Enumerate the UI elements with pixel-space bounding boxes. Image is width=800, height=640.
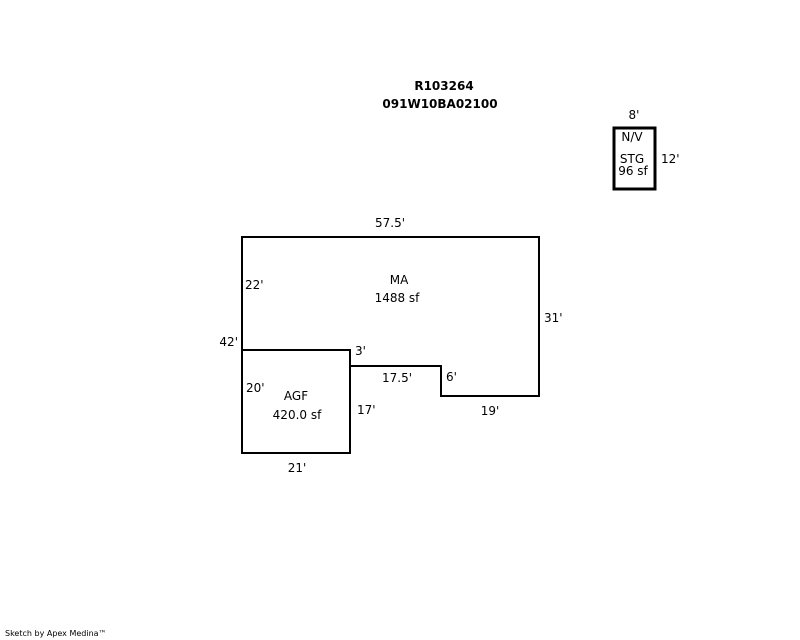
main-area-left-total-dimension: 42' <box>219 335 238 349</box>
main-area-notch-width-dimension: 17.5' <box>382 371 412 385</box>
storage-label-nv: N/V <box>621 130 643 144</box>
storage-outline <box>612 126 657 191</box>
garage-right-dimension: 17' <box>357 403 376 417</box>
sketch-credit: Sketch by Apex Medina™ <box>5 629 107 638</box>
main-area-bottom-right-dimension: 19' <box>481 404 500 418</box>
main-area-step-dimension: 3' <box>355 344 366 358</box>
parcel-number: 091W10BA02100 <box>382 97 497 111</box>
main-area-left-upper-dimension: 22' <box>245 278 264 292</box>
garage-label: AGF <box>284 389 308 403</box>
main-area-top-dimension: 57.5' <box>375 216 405 230</box>
main-area-right-dimension: 31' <box>544 311 563 325</box>
main-area-notch-depth-dimension: 6' <box>446 370 457 384</box>
storage-side-dimension: 12' <box>661 152 680 166</box>
storage-top-dimension: 8' <box>629 108 640 122</box>
main-area-label: MA <box>390 273 409 287</box>
garage-area: 420.0 sf <box>273 408 322 422</box>
garage-outline <box>241 349 351 454</box>
storage-label-stg: STG <box>620 152 644 166</box>
garage-bottom-dimension: 21' <box>288 461 307 475</box>
account-number: R103264 <box>414 79 473 93</box>
garage-left-dimension: 20' <box>246 381 265 395</box>
storage-area: 96 sf <box>618 164 648 178</box>
main-area-outline <box>241 236 540 397</box>
main-area-size: 1488 sf <box>375 291 421 305</box>
